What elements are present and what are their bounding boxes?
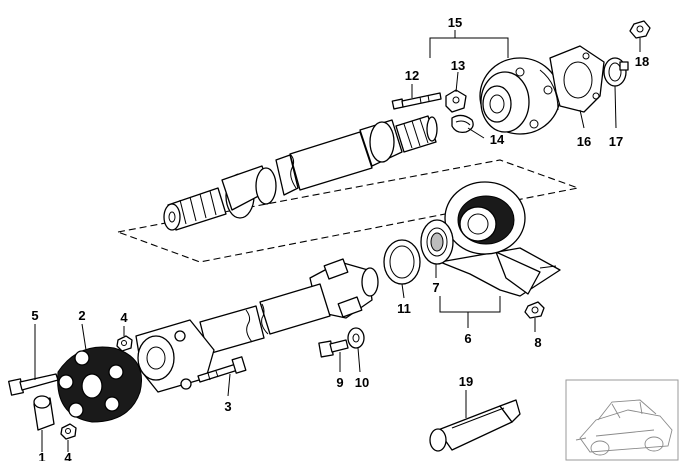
callout-10: 10 xyxy=(355,375,369,390)
grease-tube-19 xyxy=(429,399,521,452)
callout-labels: 15 12 13 14 16 17 18 7 6 11 8 5 2 4 3 1 … xyxy=(31,15,649,465)
upper-propshaft xyxy=(163,115,438,231)
callout-11: 11 xyxy=(397,301,411,316)
callout-6: 6 xyxy=(464,331,471,346)
callout-2: 2 xyxy=(78,308,85,323)
center-bearing-support xyxy=(439,181,561,297)
callout-4-upper: 4 xyxy=(120,310,128,325)
nut-18 xyxy=(629,20,651,39)
leader-lines xyxy=(34,30,641,452)
callout-3: 3 xyxy=(224,399,231,414)
callout-1: 1 xyxy=(38,450,45,461)
callout-14: 14 xyxy=(490,132,505,147)
callout-17: 17 xyxy=(609,134,623,149)
flex-disc-2 xyxy=(57,346,142,423)
nut-4-upper xyxy=(116,335,133,352)
lock-plate-13 xyxy=(445,89,467,113)
flange-assembly xyxy=(479,57,561,135)
callout-15: 15 xyxy=(448,15,462,30)
dust-seal-11 xyxy=(383,239,421,285)
clip-14 xyxy=(451,114,474,134)
washer-10 xyxy=(347,327,365,349)
bushing-1 xyxy=(33,395,55,431)
vehicle-locator-thumbnail xyxy=(565,379,679,461)
dashed-assembly-frame xyxy=(115,159,581,263)
callout-5: 5 xyxy=(31,308,38,323)
callout-8: 8 xyxy=(534,335,541,350)
lower-propshaft xyxy=(135,258,379,393)
nut-8 xyxy=(524,301,545,319)
callout-13: 13 xyxy=(451,58,465,73)
callout-4-lower: 4 xyxy=(64,450,72,461)
callout-12: 12 xyxy=(405,68,419,83)
callout-19: 19 xyxy=(459,374,473,389)
callout-16: 16 xyxy=(577,134,591,149)
bolt-12 xyxy=(391,92,442,110)
bolt-3 xyxy=(197,356,247,383)
gasket-plate xyxy=(549,45,605,113)
clamp-ring xyxy=(603,57,629,87)
ball-bearing-7 xyxy=(420,219,454,265)
callout-7: 7 xyxy=(432,280,439,295)
callout-18: 18 xyxy=(635,54,649,69)
bolt-5 xyxy=(8,373,59,396)
nut-4-lower xyxy=(60,423,77,440)
bolt-9 xyxy=(318,339,349,358)
callout-9: 9 xyxy=(336,375,343,390)
